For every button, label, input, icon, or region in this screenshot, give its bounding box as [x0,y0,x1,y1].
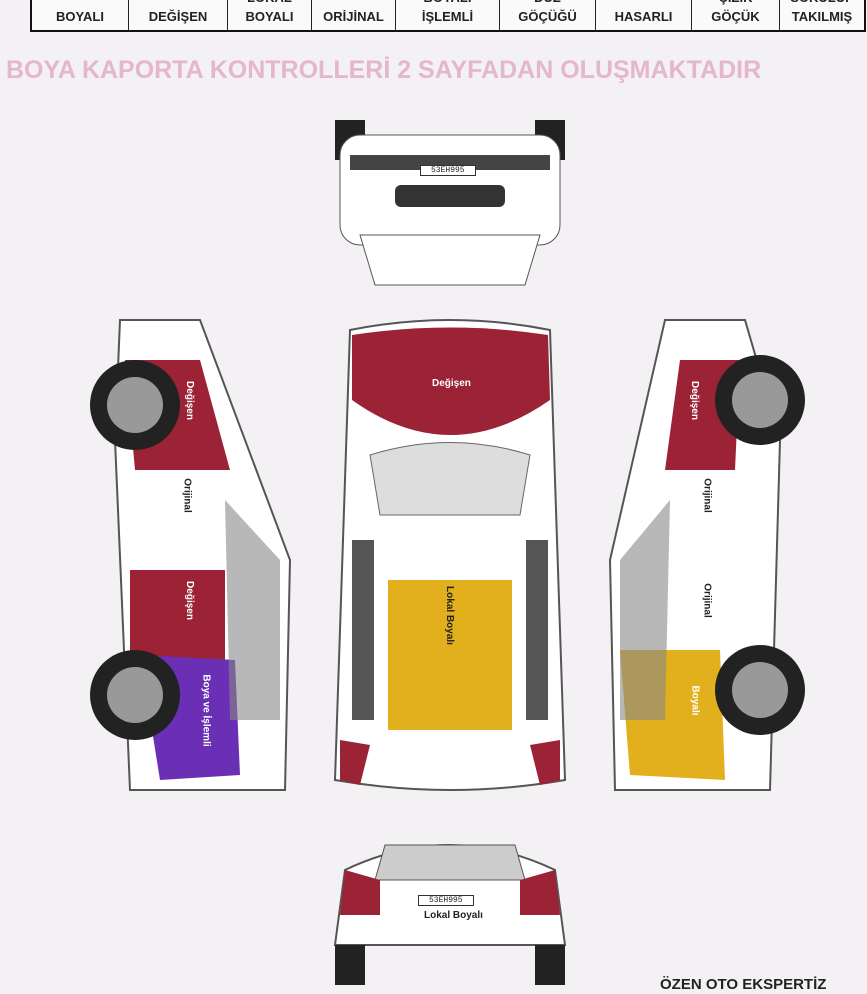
legend-boyali-islemli: BOYALI İŞLEMLİ [396,0,500,30]
legend-boyali: BOYALI [32,0,129,30]
right-label-3: Orijinal [701,583,713,618]
legend-degisen: DEĞİŞEN [129,0,228,30]
legend-sokulup-takilmis: SÖKÜLÜP TAKILMIŞ [790,0,854,24]
legend-duz-gocugu: DÜZ GÖÇÜĞÜ [500,0,596,30]
left-label-4: Boya ve İşlemli [200,674,212,747]
right-label-1: Değişen [688,381,700,420]
legend-table: BOYALI DEĞİŞEN LOKAL BOYALI ORİJİNAL BOY… [30,0,866,32]
front-plate: 53EH995 [420,165,476,176]
rear-plate: 53EH995 [418,895,474,906]
left-label-3: Değişen [183,581,195,620]
center-label: Lokal Boyalı [443,586,455,645]
right-label-2: Orijinal [701,478,713,513]
legend-cizik-gocuk: ÇİZİK GÖÇÜK [692,0,780,30]
left-label-1: Değişen [183,381,195,420]
right-label-4: Boyalı [689,685,701,716]
car-right-side [608,319,805,791]
rear-label: Lokal Boyalı [424,910,483,921]
car-front-view [335,120,565,286]
left-label-2: Orijinal [181,478,193,513]
car-top-view [333,319,567,791]
legend-lokal-boyali: LOKAL BOYALI [228,0,312,30]
footer-company: ÖZEN OTO EKSPERTİZ [660,976,827,993]
car-left-side [90,319,292,791]
legend-hasarli: HASARLI [596,0,692,30]
notice-banner: BOYA KAPORTA KONTROLLERİ 2 SAYFADAN OLUŞ… [6,56,762,84]
roof-label: Değişen [432,378,471,389]
legend-orijinal: ORİJİNAL [312,0,396,30]
